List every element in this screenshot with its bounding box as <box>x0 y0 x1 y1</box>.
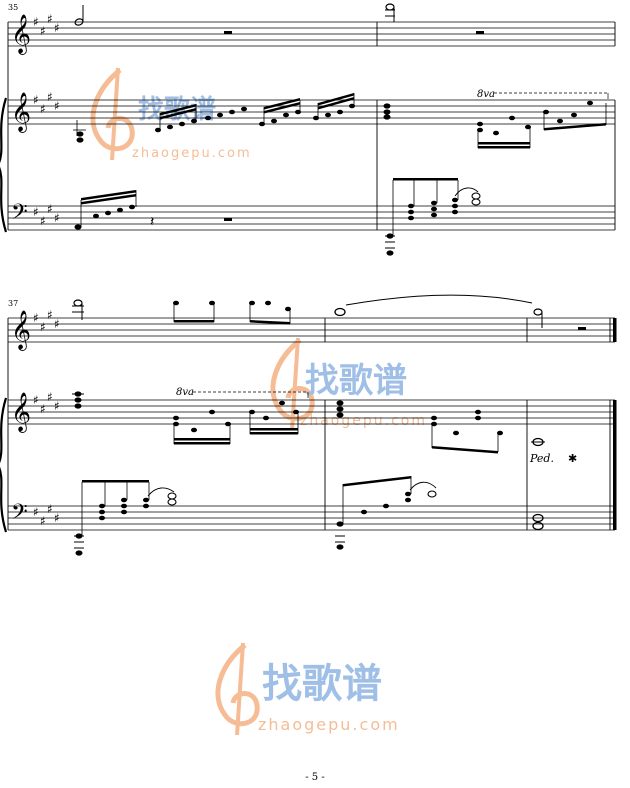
watermark-url: zhaogepu.com <box>300 413 427 429</box>
piano-treble-staff <box>8 99 615 125</box>
svg-text:♯: ♯ <box>54 21 60 35</box>
svg-text:♯: ♯ <box>40 402 46 416</box>
svg-text:♯: ♯ <box>47 12 53 26</box>
rest <box>224 218 232 221</box>
final-barline <box>613 318 617 530</box>
svg-text:♯: ♯ <box>40 24 46 38</box>
svg-text:♯: ♯ <box>40 214 46 228</box>
svg-text:♯: ♯ <box>40 514 46 528</box>
svg-text:♯: ♯ <box>47 390 53 404</box>
key-signature: ♯♯♯♯ ♯♯♯♯ ♯♯♯♯ <box>33 308 60 528</box>
pedal-mark: Ped. <box>529 452 554 465</box>
watermark-url: zhaogepu.com <box>258 715 400 734</box>
vocal-staff <box>8 317 615 343</box>
svg-text:♯: ♯ <box>33 505 39 519</box>
treble-clef-icon: 𝄞 <box>11 92 31 133</box>
svg-text:♯: ♯ <box>33 93 39 107</box>
svg-text:♯: ♯ <box>40 320 46 334</box>
barlines <box>7 318 611 530</box>
svg-text:♯: ♯ <box>47 202 53 216</box>
svg-text:♯: ♯ <box>47 90 53 104</box>
watermark-brand: 找歌谱 <box>262 661 382 707</box>
watermark-brand: 找歌谱 <box>305 361 407 401</box>
bass-clef-icon: 𝄢 <box>11 500 28 530</box>
watermark-logo: 找歌谱 zhaogepu.com 找歌谱 zhaogepu.com 找歌谱 zh… <box>90 67 427 736</box>
piano-bass-staff <box>8 205 615 231</box>
key-signature: ♯♯♯♯ ♯♯♯♯ ♯♯♯♯ <box>33 12 60 228</box>
treble-clef-icon: 𝄞 <box>11 310 31 351</box>
treble-clef-icon: 𝄞 <box>11 392 31 433</box>
svg-text:♯: ♯ <box>54 399 60 413</box>
page-number: - 5 - <box>305 772 325 783</box>
grand-staff-brace <box>0 397 8 533</box>
svg-text:♯: ♯ <box>54 99 60 113</box>
ottava-mark: 8va <box>176 387 194 398</box>
svg-text:♯: ♯ <box>54 511 60 525</box>
piano-bass-staff <box>8 505 615 531</box>
svg-text:♯: ♯ <box>47 502 53 516</box>
svg-text:♯: ♯ <box>54 211 60 225</box>
pedal-release-icon: ✱ <box>568 452 577 465</box>
watermark-url: zhaogepu.com <box>132 146 252 161</box>
system-1: 35 𝄞 𝄞 𝄢 <box>0 3 616 256</box>
rest <box>224 31 232 34</box>
piano-treble-staff <box>8 399 615 425</box>
watermark-2: 找歌谱 zhaogepu.com <box>270 337 427 431</box>
bass-clef-icon: 𝄢 <box>11 200 28 230</box>
rest <box>476 31 484 34</box>
vocal-staff <box>8 21 615 47</box>
measure-number: 37 <box>8 299 18 308</box>
svg-text:♯: ♯ <box>54 317 60 331</box>
svg-text:♯: ♯ <box>40 102 46 116</box>
barlines <box>7 22 616 230</box>
watermark-3: 找歌谱 zhaogepu.com <box>215 642 400 736</box>
measure-number: 35 <box>8 3 18 12</box>
watermark-1: 找歌谱 zhaogepu.com <box>90 67 252 161</box>
svg-text:♯: ♯ <box>33 393 39 407</box>
rest <box>578 327 586 330</box>
svg-text:♯: ♯ <box>33 205 39 219</box>
svg-text:♯: ♯ <box>33 15 39 29</box>
svg-text:♯: ♯ <box>33 311 39 325</box>
system-2: 37 𝄞 𝄞 𝄢 ♯ <box>0 294 617 556</box>
treble-clef-icon: 𝄞 <box>11 14 31 55</box>
svg-text:♯: ♯ <box>47 308 53 322</box>
grand-staff-brace <box>0 97 8 233</box>
sixteenth-run <box>155 103 355 133</box>
ottava-mark: 8va <box>477 89 495 100</box>
rest: 𝄽 <box>150 214 154 230</box>
